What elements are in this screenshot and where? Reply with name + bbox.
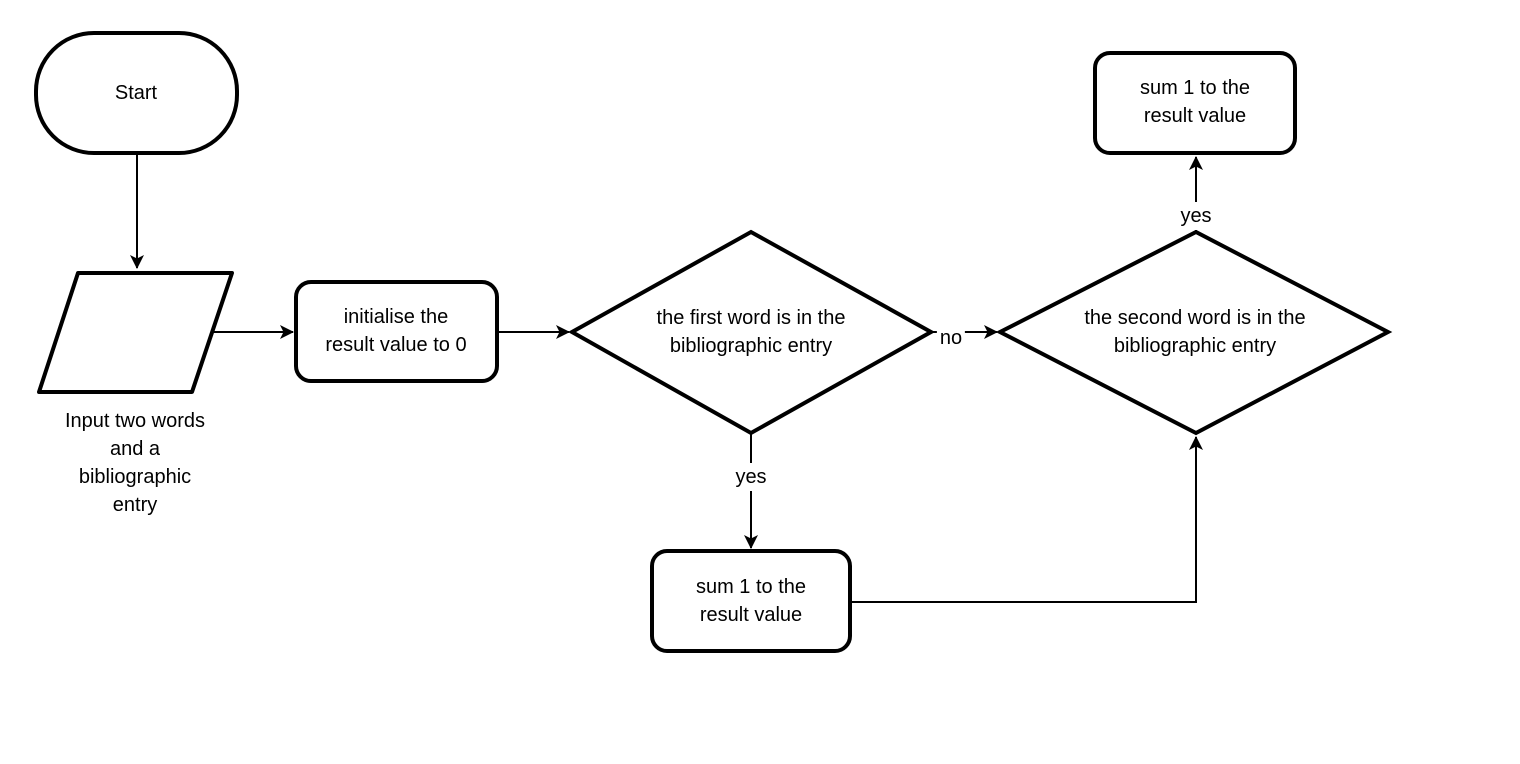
input-caption: Input two words and a bibliographic entr…	[64, 410, 206, 516]
arrow-sum-first-to-second-check	[850, 436, 1203, 603]
edge-label-second-check-yes: yes	[1177, 202, 1215, 230]
start-label: Start	[114, 82, 158, 104]
sum-first-process-label: sum 1 to the result value	[695, 576, 807, 626]
edge-label-first-check-no: no	[936, 324, 966, 352]
init-process-label: initialise the result value to 0	[325, 306, 467, 356]
second-word-decision-shape	[995, 229, 1393, 436]
first-word-decision-label: the first word is in the bibliographic e…	[656, 307, 846, 357]
sum-second-process-shape	[1093, 51, 1297, 155]
second-word-decision-label: the second word is in the bibliographic …	[1084, 307, 1306, 357]
init-process-shape	[294, 280, 499, 383]
first-word-decision-shape	[567, 229, 936, 436]
sum-second-process-label: sum 1 to the result value	[1139, 77, 1251, 127]
sum-first-process-shape	[650, 549, 852, 653]
input-parallelogram-shape	[37, 271, 234, 394]
edge-label-first-check-yes: yes	[732, 463, 770, 491]
start-terminator-shape	[34, 31, 239, 155]
